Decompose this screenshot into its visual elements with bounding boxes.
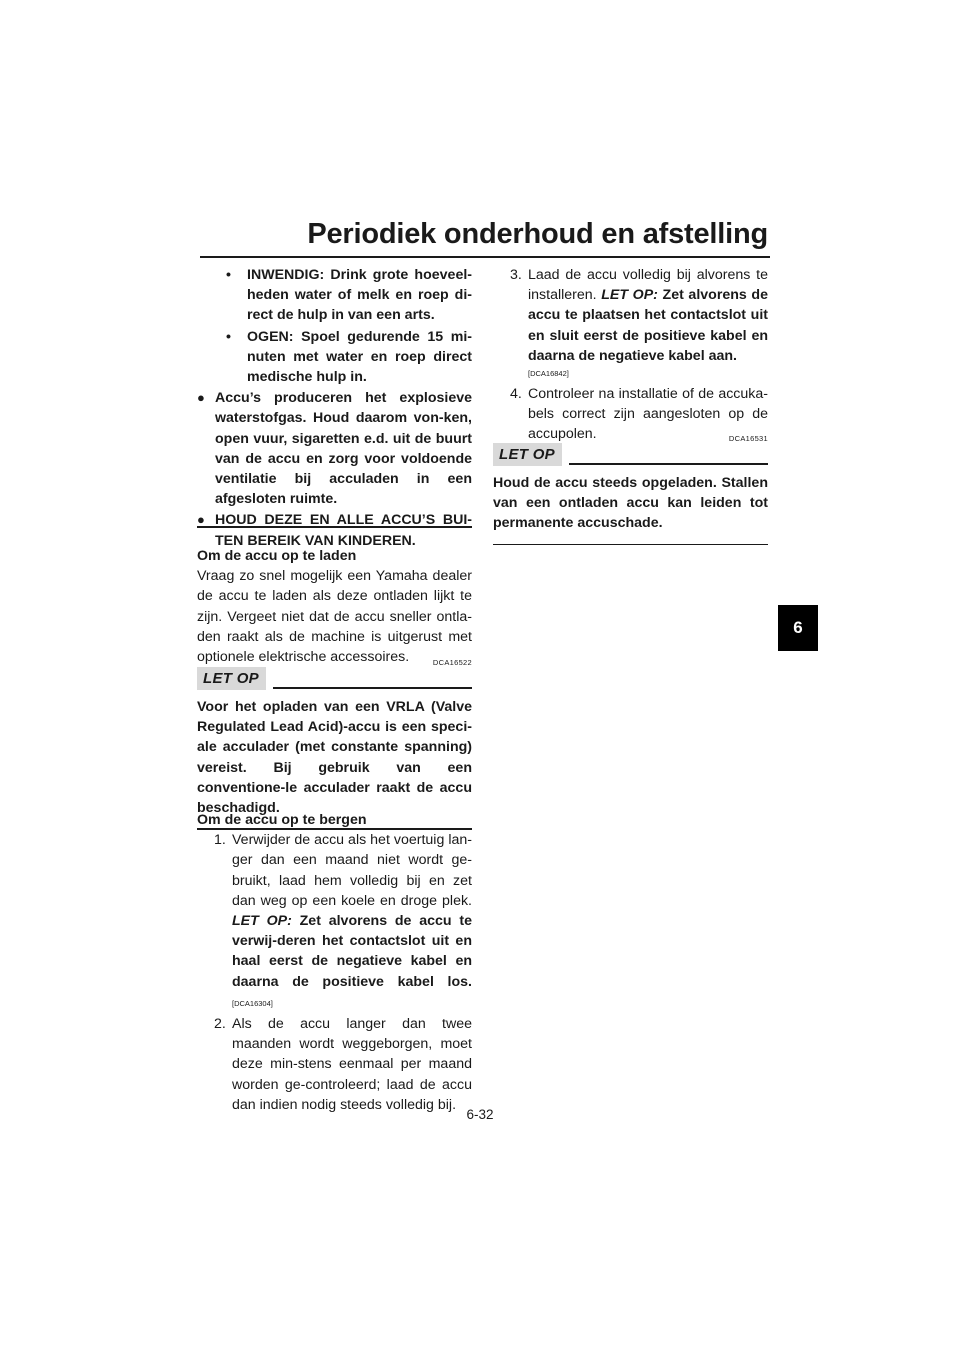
- filled-circle-icon: ●: [197, 512, 205, 528]
- notice-label: LET OP: [197, 667, 266, 690]
- notice-code: DCA16522: [432, 658, 472, 667]
- step-4: 4. Controleer na installatie of de accuk…: [510, 386, 768, 443]
- notice-code: DCA16531: [728, 434, 768, 443]
- store-heading: Om de accu op te bergen: [197, 812, 367, 828]
- charge-heading: Om de accu op te laden: [197, 548, 357, 564]
- bullet-dot-icon: •: [226, 328, 231, 345]
- notice-label: LET OP: [493, 443, 562, 466]
- bullet-eyes: • OGEN: Spoel gedurende 15 mi-nuten met …: [226, 328, 472, 386]
- section-divider: [197, 526, 472, 528]
- notice-text: Voor het opladen van een VRLA (Valve Reg…: [197, 699, 472, 817]
- notice-rule: [569, 463, 768, 465]
- warning-children: ● HOUD DEZE EN ALLE ACCU’S BUI-TEN BEREI…: [197, 512, 472, 549]
- page-title: Periodiek onderhoud en afstelling: [307, 218, 768, 250]
- filled-circle-icon: ●: [197, 390, 205, 406]
- notice-header: LET OP: [493, 443, 768, 466]
- notice-end-rule: [493, 543, 768, 546]
- warning-explosive-gas: ● Accu’s produceren het explosieve water…: [197, 390, 472, 508]
- step-1: 1. Verwijder de accu als het voertuig la…: [214, 832, 472, 1008]
- notice-end-rule: [197, 828, 472, 830]
- chapter-tab: 6: [778, 605, 818, 651]
- step-3: 3. Laad de accu volledig bij alvorens te…: [510, 267, 768, 379]
- notice-text: Houd de accu steeds opgeladen. Stallen v…: [493, 475, 768, 532]
- title-rule: [200, 256, 770, 258]
- step-2: 2. Als de accu langer dan twee maanden w…: [214, 1016, 472, 1113]
- notice-header: LET OP: [197, 667, 472, 690]
- charge-paragraph: Vraag zo snel mogelijk een Yamaha dealer…: [197, 568, 472, 666]
- notice-rule: [273, 687, 472, 689]
- bullet-dot-icon: •: [226, 267, 231, 283]
- bullet-internal: • INWENDIG: Drink grote hoeveel-heden wa…: [226, 267, 472, 324]
- page-number: 6-32: [466, 1107, 494, 1122]
